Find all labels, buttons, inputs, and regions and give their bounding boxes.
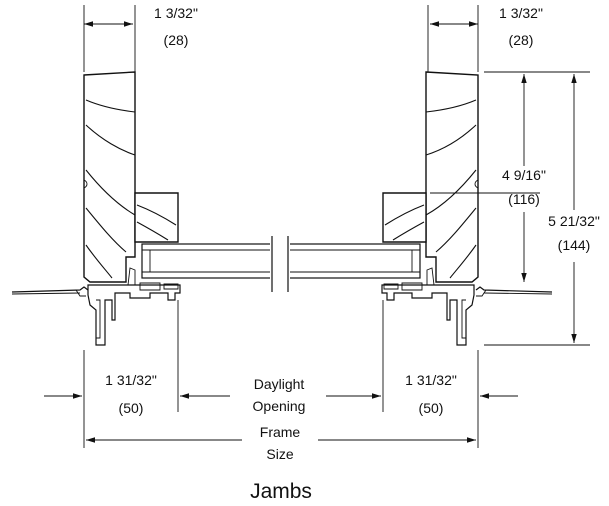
dim-right-inner-imperial: 4 9/16" xyxy=(502,167,546,183)
right-wood-block xyxy=(425,71,479,283)
dim-right-inner-metric: (116) xyxy=(508,191,540,207)
dim-bottom-right-metric: (50) xyxy=(419,400,444,416)
dim-top-right-imperial: 1 3/32" xyxy=(499,5,543,21)
left-wood-block xyxy=(83,71,136,283)
dimension-arrows xyxy=(44,21,577,443)
left-jamb xyxy=(11,71,181,346)
dim-top-left-imperial: 1 3/32" xyxy=(154,5,198,21)
left-stop-block xyxy=(134,192,179,243)
dim-bottom-left-metric: (50) xyxy=(119,400,144,416)
glazing xyxy=(141,236,421,296)
dim-frame-line1: Frame xyxy=(260,424,301,440)
extension-lines xyxy=(83,5,590,448)
drawing-title: Jambs xyxy=(250,480,312,503)
dim-top-right-metric: (28) xyxy=(509,32,534,48)
right-extrusion xyxy=(381,284,475,346)
dim-top-left-metric: (28) xyxy=(164,32,189,48)
dimension-labels: 1 3/32" (28) 1 3/32" (28) 4 9/16" (116) … xyxy=(105,5,600,503)
dim-daylight-line1: Daylight xyxy=(254,376,305,392)
dim-bottom-right-imperial: 1 31/32" xyxy=(405,372,457,388)
right-stop-block xyxy=(382,192,427,243)
right-jamb xyxy=(381,71,553,346)
dim-daylight-line2: Opening xyxy=(253,398,306,414)
dim-right-outer-imperial: 5 21/32" xyxy=(548,213,600,229)
dim-bottom-left-imperial: 1 31/32" xyxy=(105,372,157,388)
left-extrusion xyxy=(87,284,181,346)
dim-frame-line2: Size xyxy=(266,446,293,462)
dim-right-outer-metric: (144) xyxy=(558,237,591,253)
